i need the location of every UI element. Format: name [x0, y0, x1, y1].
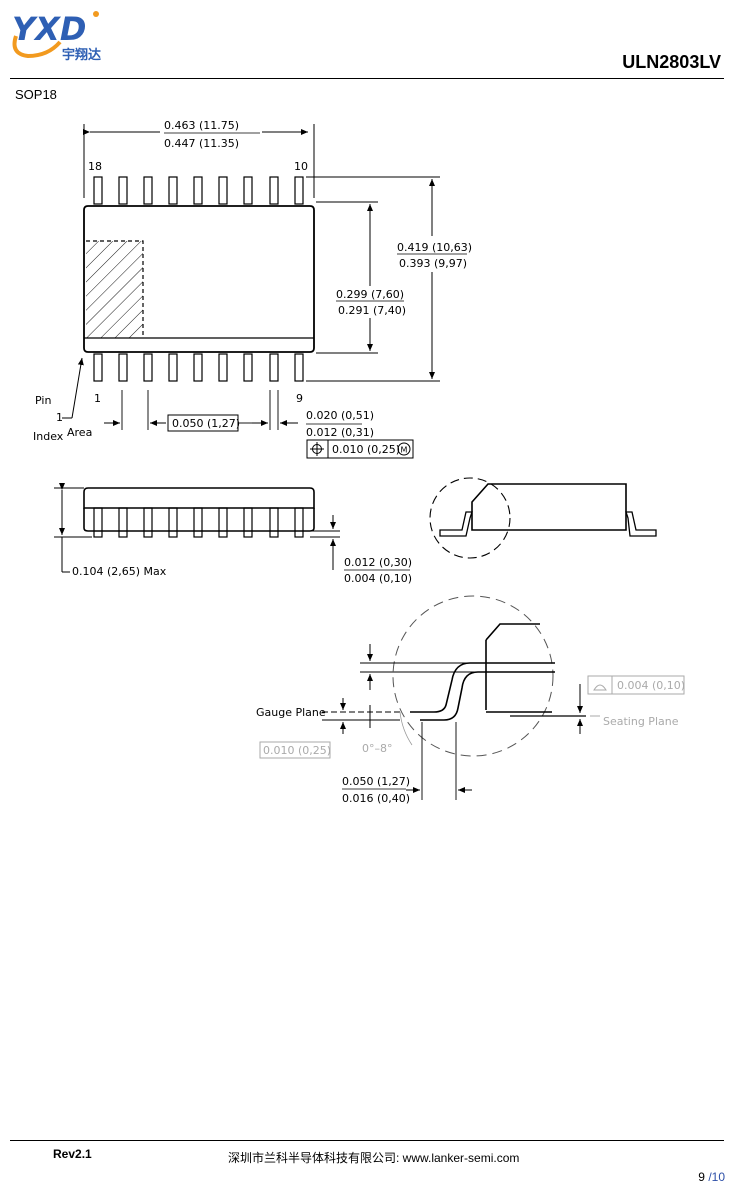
lead-angle: 0°–8° — [362, 742, 393, 755]
width-dim-top: 0.463 (11.75) — [164, 119, 239, 132]
pin-9-label: 9 — [296, 392, 303, 405]
pin-1-label: 1 — [94, 392, 101, 405]
lead-width-bottom: 0.012 (0,31) — [306, 426, 374, 439]
total-height-bottom: 0.393 (9,97) — [399, 257, 467, 270]
top-view — [62, 124, 467, 459]
revision-label: Rev2.1 — [53, 1147, 92, 1161]
footer-divider — [10, 1140, 724, 1141]
foot-length-top: 0.050 (1,27) — [342, 775, 410, 788]
end-view — [429, 477, 657, 559]
top-view-labels: 0.463 (11.75) 0.447 (11.35) 18 10 1 9 0.… — [33, 119, 472, 456]
logo-swoosh — [12, 35, 62, 59]
seating-plane-label: Seating Plane — [603, 715, 679, 728]
detail-view-gray-labels: Seating Plane 0.004 (0,10) 0.010 (0,25) … — [263, 679, 685, 757]
pin1-index-area — [86, 241, 143, 338]
max-height-dim: 0.104 (2,65) Max — [72, 565, 167, 578]
width-dim-bottom: 0.447 (11.35) — [164, 137, 239, 150]
foot-length-bottom: 0.016 (0,40) — [342, 792, 410, 805]
logo-chinese-name: 宇翔达 — [62, 47, 101, 63]
detail-view-gray — [259, 675, 685, 759]
detail-view-labels: Gauge Plane 0.050 (1,27) 0.016 (0,40) — [256, 706, 410, 805]
mmc-symbol: M — [401, 446, 408, 455]
document-title: ULN2803LV — [622, 52, 721, 72]
total-height-top: 0.419 (10,63) — [397, 241, 472, 254]
side-view — [54, 483, 410, 573]
yxd-logo-mark: YXD 宇翔达 — [12, 10, 101, 63]
gauge-plane-label: Gauge Plane — [256, 706, 326, 719]
page-current: 9 — [698, 1170, 705, 1184]
logo-letters: YXD — [12, 10, 86, 48]
standoff-bottom: 0.004 (0,10) — [344, 572, 412, 585]
position-tolerance: 0.010 (0,25) — [332, 443, 400, 456]
pitch-dim: 0.050 (1,27) — [172, 417, 240, 430]
page-number: 9 /10 — [698, 1170, 725, 1184]
gauge-dim: 0.010 (0,25) — [263, 744, 331, 757]
lead-width-top: 0.020 (0,51) — [306, 409, 374, 422]
area-label: Area — [67, 426, 92, 439]
package-name: SOP18 — [15, 87, 57, 102]
mmc-icon — [397, 442, 411, 456]
package-outline-drawing: 0.463 (11.75) 0.447 (11.35) 18 10 1 9 0.… — [33, 119, 685, 805]
coplanarity-icon — [593, 684, 607, 691]
detail-view — [322, 595, 586, 800]
logo-dot — [93, 11, 99, 17]
pin-18-label: 18 — [88, 160, 102, 173]
header-divider — [10, 78, 724, 79]
pin-10-label: 10 — [294, 160, 308, 173]
page-total: /10 — [708, 1170, 725, 1184]
company-logo: YXD 宇翔达 — [8, 6, 120, 66]
body-height-top: 0.299 (7,60) — [336, 288, 404, 301]
index-label: Index — [33, 430, 64, 443]
company-info: 深圳市兰科半导体科技有限公司: www.lanker-semi.com — [228, 1151, 520, 1165]
coplanarity-dim: 0.004 (0,10) — [617, 679, 685, 692]
side-view-labels: 0.104 (2,65) Max 0.012 (0,30) 0.004 (0,1… — [72, 556, 412, 585]
body-height-bottom: 0.291 (7,40) — [338, 304, 406, 317]
top-leads — [93, 176, 304, 205]
bottom-leads — [93, 353, 304, 382]
pin-label: Pin — [35, 394, 51, 407]
package-body — [83, 205, 315, 353]
standoff-top: 0.012 (0,30) — [344, 556, 412, 569]
pin-one-label: 1 — [56, 411, 63, 424]
